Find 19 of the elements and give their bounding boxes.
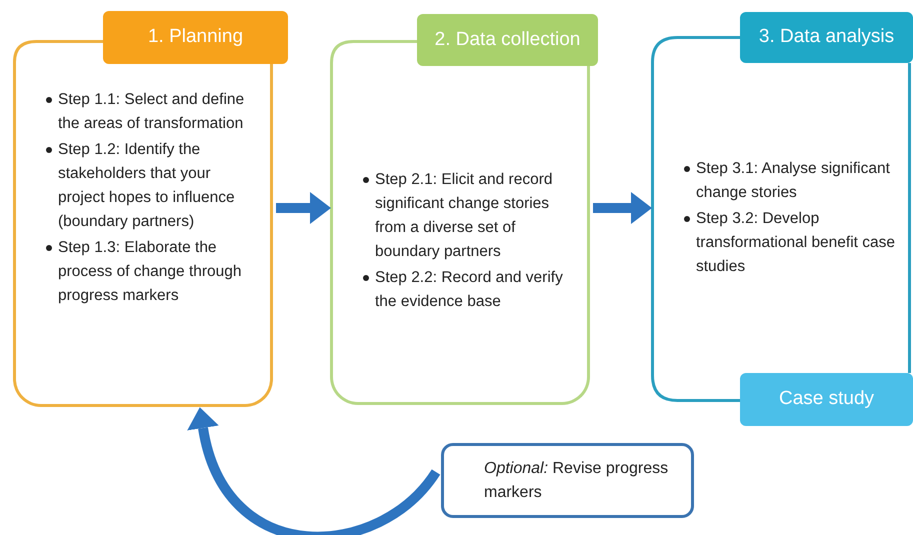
step-text: Step 3.1: Analyse significant change stories — [696, 159, 891, 203]
note-box — [441, 443, 694, 518]
step-header-tab: 3. Data analysis — [740, 12, 913, 63]
step-header-tab: 1. Planning — [103, 11, 288, 64]
step-text: Step 2.2: Record and verify the evidence base — [375, 268, 564, 312]
step-header-tab: 2. Data collection — [417, 14, 598, 66]
step-panel — [330, 66, 590, 405]
step-panel — [651, 63, 911, 373]
flow-arrow — [276, 192, 331, 224]
step-header-tab: Case study — [740, 373, 913, 426]
flow-arrow — [187, 408, 440, 535]
step-text: Step 1.1: Select and define the areas of transformation — [58, 90, 246, 134]
step-text: Step 1.3: Elaborate the process of change through progress markers — [58, 238, 243, 306]
step-text: Step 3.2: Develop transformational benefit case studies — [696, 209, 896, 277]
step-text: Step 2.1: Elicit and record significant change stories from a diverse set of boundary partners — [375, 170, 554, 262]
step-panel — [13, 64, 273, 407]
note-text: Optional: Revise progress markers — [484, 458, 670, 502]
flow-arrow — [593, 192, 652, 224]
step-text: Step 1.2: Identify the stakeholders that your project hopes to influence (boundary partners) — [58, 140, 236, 232]
